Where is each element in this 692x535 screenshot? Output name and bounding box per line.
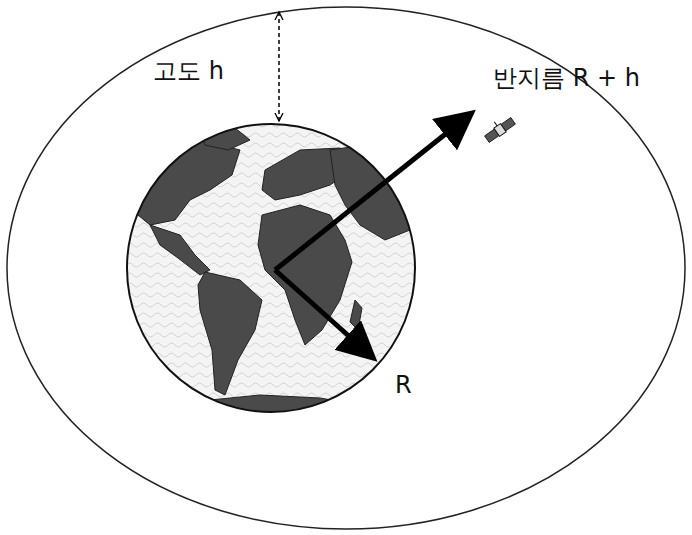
radius-label: 반지름 R + h (490, 65, 643, 91)
satellite (481, 113, 516, 144)
altitude-label: 고도 h (150, 58, 227, 84)
earth (127, 124, 415, 420)
orbit-circle (7, 7, 685, 529)
radius-label: R (392, 372, 415, 398)
altitude-arrow (278, 12, 280, 121)
radius-arrow (275, 116, 468, 270)
radius-arrow (275, 270, 370, 355)
